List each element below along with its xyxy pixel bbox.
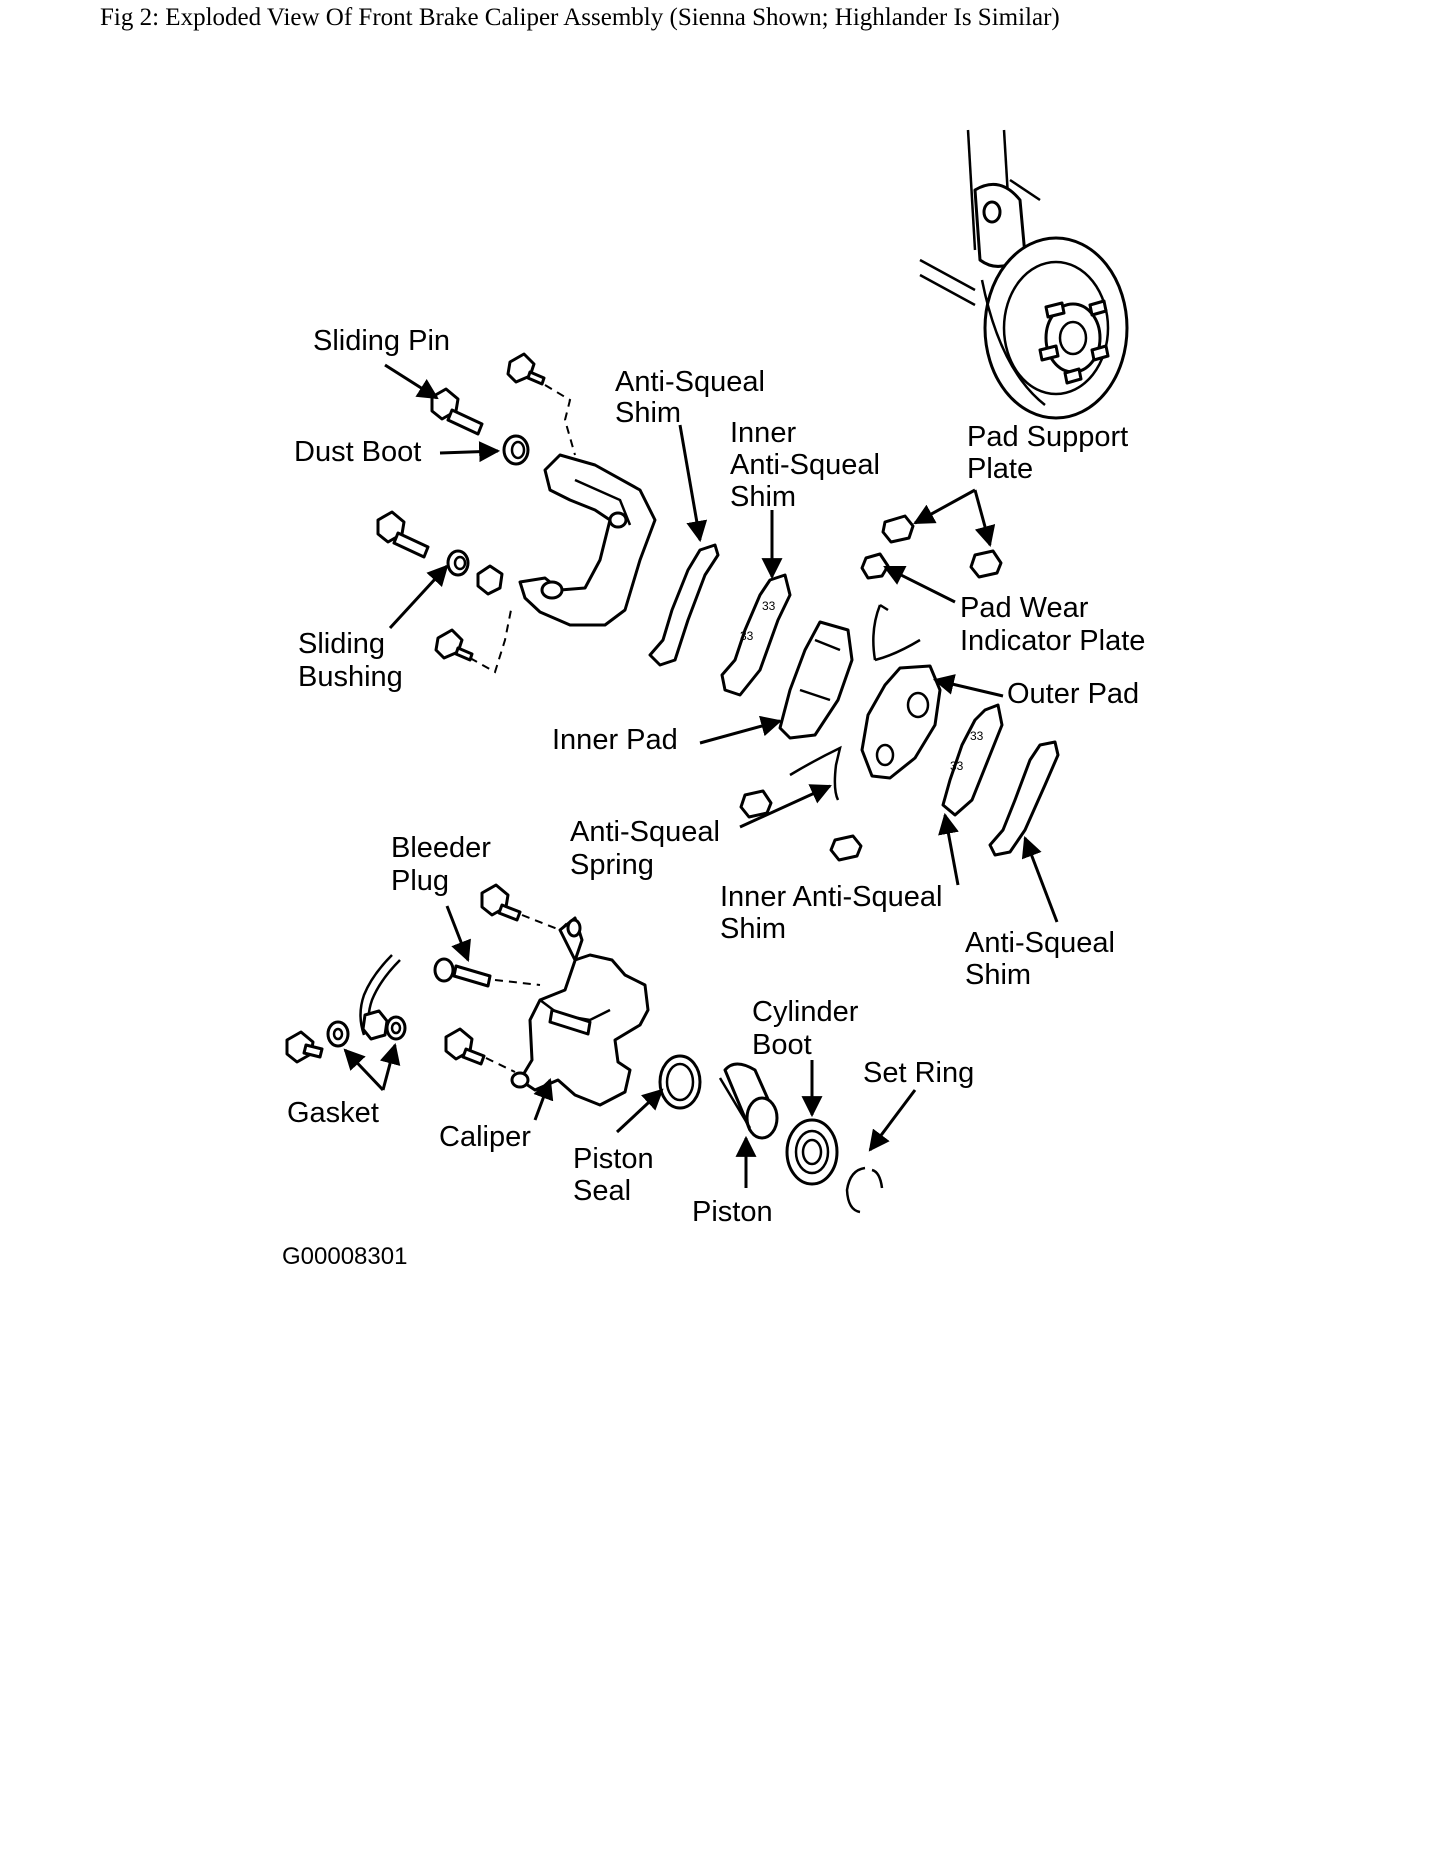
- anti-squeal-shim-bottom-part: [988, 740, 1060, 857]
- label-anti-squeal-shim-bottom: Anti-Squeal Shim: [965, 927, 1123, 991]
- cylinder-boot-part: [785, 1118, 839, 1186]
- label-inner-anti-squeal-shim-bottom: Inner Anti-Squeal Shim: [720, 881, 951, 945]
- leader-arrows: [343, 363, 1059, 1188]
- anti-squeal-spring-part: [789, 745, 842, 801]
- mounting-bolt-bottom: [434, 628, 474, 662]
- inner-pad-part: [778, 620, 854, 740]
- outer-pad-part: [860, 664, 942, 780]
- label-set-ring: Set Ring: [863, 1057, 974, 1089]
- pad-support-plate-parts: [739, 514, 1003, 862]
- label-dust-boot: Dust Boot: [294, 436, 421, 468]
- label-anti-squeal-spring: Anti-Squeal Spring: [570, 816, 728, 881]
- label-caliper: Caliper: [439, 1121, 531, 1153]
- label-piston: Piston: [692, 1196, 773, 1228]
- figure-caption: Fig 2: Exploded View Of Front Brake Cali…: [100, 4, 1060, 31]
- svg-text:33: 33: [950, 759, 964, 773]
- label-cylinder-boot: Cylinder Boot: [752, 996, 866, 1061]
- rotor-hub-assembly: [919, 129, 1129, 420]
- label-inner-pad: Inner Pad: [552, 724, 678, 756]
- caliper-bolt-bottom: [444, 1027, 486, 1066]
- anti-squeal-shim-top-part: [648, 543, 720, 667]
- inner-anti-squeal-shim-top-part: 33 33: [720, 573, 792, 697]
- label-sliding-pin: Sliding Pin: [313, 325, 450, 357]
- bleeder-plug-part: [433, 957, 492, 988]
- label-sliding-bushing: Sliding Bushing: [298, 628, 403, 693]
- union-bolt: [285, 1030, 324, 1064]
- label-anti-squeal-shim-top: Anti-Squeal Shim: [615, 366, 773, 429]
- sliding-bushing: [446, 549, 504, 596]
- inner-anti-squeal-shim-bottom-part: 33 33: [941, 703, 1004, 817]
- label-inner-anti-squeal-shim-top: Inner Anti-Squeal Shim: [730, 417, 888, 513]
- label-piston-seal: Piston Seal: [573, 1143, 662, 1207]
- label-gasket: Gasket: [287, 1097, 379, 1129]
- anti-squeal-spring-top-part: [872, 603, 921, 662]
- caliper-bracket: [518, 453, 657, 627]
- svg-text:33: 33: [970, 729, 984, 743]
- brake-hose: [359, 954, 401, 1041]
- piston-seal-part: [658, 1054, 702, 1110]
- label-outer-pad: Outer Pad: [1007, 678, 1139, 710]
- label-bleeder-plug: Bleeder Plug: [391, 832, 499, 897]
- svg-text:33: 33: [740, 629, 754, 643]
- figure-code: G00008301: [282, 1243, 407, 1270]
- gasket-parts: [326, 1015, 407, 1048]
- piston-part: [718, 1062, 779, 1140]
- caliper-bolt-top: [480, 883, 522, 922]
- pad-wear-indicator-plate-part: [860, 552, 890, 580]
- sliding-pin-lower: [376, 510, 430, 559]
- sliding-pin-upper: [430, 387, 484, 436]
- label-pad-support-plate: Pad Support Plate: [967, 421, 1136, 485]
- caliper-body: [510, 916, 650, 1107]
- dust-boot: [502, 434, 530, 466]
- svg-text:33: 33: [762, 599, 776, 613]
- set-ring-part: [845, 1166, 884, 1214]
- mounting-bolt-top: [506, 352, 546, 386]
- label-pad-wear-indicator-plate: Pad Wear Indicator Plate: [960, 592, 1145, 657]
